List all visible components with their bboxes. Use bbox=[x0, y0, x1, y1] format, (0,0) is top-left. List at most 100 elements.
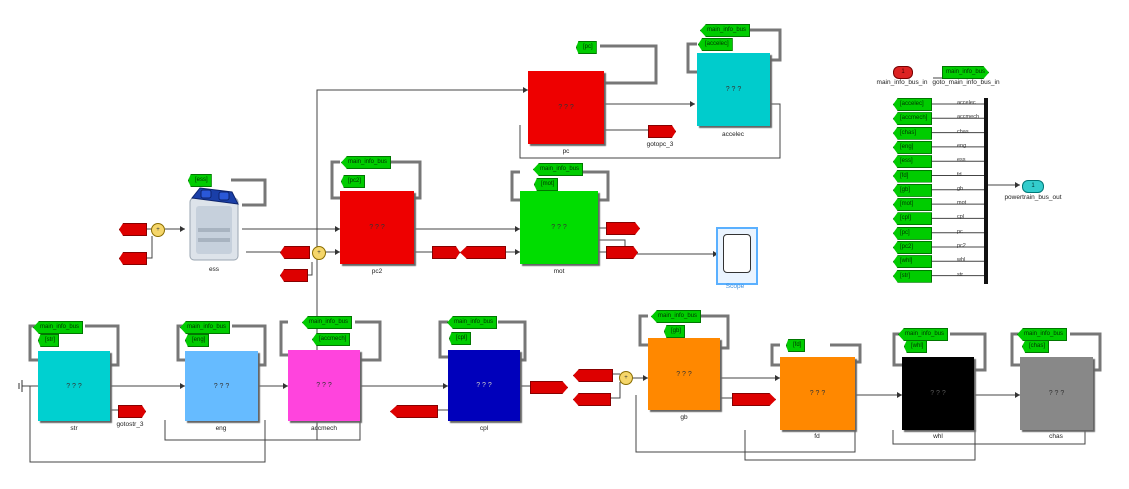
from-tag-mot-in[interactable] bbox=[460, 246, 506, 259]
goto-tag-pc3[interactable] bbox=[648, 125, 676, 138]
bus-input-tag-chas[interactable]: [chas] bbox=[893, 126, 932, 140]
bus-input-tag-mot[interactable]: [mot] bbox=[893, 198, 932, 212]
bus-signal-label-cpl: cpl bbox=[957, 214, 965, 221]
goto-tag-mot-out-1[interactable] bbox=[606, 222, 640, 235]
accmech-label: accmech bbox=[310, 425, 338, 432]
bus-input-tag-accelec[interactable]: [accelec] bbox=[893, 98, 932, 111]
bus-input-tag-pc[interactable]: [pc] bbox=[893, 226, 932, 240]
goto-tag-main-info-bus[interactable]: main_info_bus bbox=[942, 66, 990, 79]
ground-icon bbox=[18, 380, 23, 392]
goto-tag-mot-out-2[interactable] bbox=[606, 246, 638, 259]
bus-creator-bar[interactable] bbox=[984, 98, 988, 284]
bus-signal-label-fd: fd bbox=[957, 171, 962, 178]
from-tag-eng[interactable]: [eng] bbox=[185, 334, 210, 347]
mot-label: mot bbox=[553, 268, 565, 275]
bus-signal-label-gb: gb bbox=[957, 185, 964, 192]
gotopc-3-label: gotopc_3 bbox=[646, 141, 674, 148]
str-block-text: ? ? ? bbox=[66, 382, 82, 390]
cpl-block-text: ? ? ? bbox=[476, 382, 492, 389]
from-tag-ess-in-1[interactable] bbox=[119, 223, 147, 236]
mot-block-text: ? ? ? bbox=[551, 224, 567, 231]
from-tag-accelec[interactable]: [accelec] bbox=[698, 38, 733, 51]
accmech-block[interactable]: ? ? ? bbox=[288, 350, 360, 421]
whl-block[interactable]: ? ? ? bbox=[902, 357, 974, 430]
eng-block[interactable]: ? ? ? bbox=[185, 351, 258, 421]
from-tag-gb[interactable]: [gb] bbox=[664, 325, 686, 338]
str-block[interactable]: ? ? ? bbox=[38, 351, 110, 421]
bus-signal-label-accmech: accmech bbox=[957, 114, 980, 121]
from-tag-whl[interactable]: [whl] bbox=[904, 340, 928, 353]
whl-block-text: ? ? ? bbox=[930, 390, 946, 397]
from-tag-main-info-bus-str[interactable]: main_info_bus bbox=[33, 321, 84, 334]
from-tag-gb-in-1[interactable] bbox=[573, 369, 613, 382]
inport-main-info-bus-in[interactable]: 1 bbox=[893, 66, 913, 79]
bus-input-tag-str[interactable]: [str] bbox=[893, 269, 932, 283]
from-tag-pc2-in-2[interactable] bbox=[280, 269, 308, 282]
from-tag-fd[interactable]: [fd] bbox=[786, 339, 806, 352]
goto-tag-str3[interactable] bbox=[118, 405, 146, 418]
bus-input-tag-gb[interactable]: [gb] bbox=[893, 183, 932, 197]
scope-label: Scope bbox=[725, 283, 745, 290]
sum-block-pc2[interactable]: + bbox=[312, 246, 326, 260]
outport-powertrain-bus-out[interactable]: 1 bbox=[1022, 180, 1044, 193]
from-tag-main-info-bus-gb[interactable]: main_info_bus bbox=[651, 310, 702, 323]
from-tag-main-info-bus-mot[interactable]: main_info_bus bbox=[533, 163, 584, 176]
from-tag-cpl[interactable]: [cpl] bbox=[449, 332, 472, 345]
bus-signal-label-mot: mot bbox=[957, 200, 967, 207]
from-tag-str[interactable]: [str] bbox=[38, 334, 59, 347]
bus-signal-label-accelec: accelec bbox=[957, 100, 976, 106]
from-tag-main-info-bus-accmech[interactable]: main_info_bus bbox=[302, 316, 353, 329]
from-tag-main-info-bus-chas[interactable]: main_info_bus bbox=[1017, 328, 1068, 341]
goto-tag-cpl-out[interactable] bbox=[530, 381, 568, 394]
bus-signal-label-whl: whl bbox=[957, 257, 966, 264]
from-tag-main-info-bus-pc2[interactable]: main_info_bus bbox=[341, 156, 392, 169]
main-info-bus-in-label: main_info_bus_in bbox=[876, 79, 928, 86]
fd-label: fd bbox=[814, 433, 820, 440]
from-tag-main-info-bus-cpl[interactable]: main_info_bus bbox=[447, 316, 498, 329]
pc-label: pc bbox=[562, 148, 570, 155]
fd-block[interactable]: ? ? ? bbox=[780, 357, 855, 430]
from-tag-pc[interactable]: [pc] bbox=[576, 41, 597, 54]
from-tag-mot[interactable]: [mot] bbox=[534, 178, 559, 191]
mot-block[interactable]: ? ? ? bbox=[520, 191, 598, 264]
ess-label: ess bbox=[208, 266, 220, 273]
from-tag-cpl-in[interactable] bbox=[390, 405, 438, 418]
from-tag-accmech[interactable]: [accmech] bbox=[312, 333, 351, 346]
chas-block[interactable]: ? ? ? bbox=[1020, 357, 1093, 430]
from-tag-main-info-bus-whl[interactable]: main_info_bus bbox=[898, 328, 949, 341]
scope-block[interactable] bbox=[716, 227, 758, 285]
from-tag-pc2-in-1[interactable] bbox=[280, 246, 310, 259]
from-tag-pc2[interactable]: [pc2] bbox=[341, 175, 366, 188]
from-tag-main-info-bus-accelec[interactable]: main_info_bus bbox=[700, 24, 751, 37]
cpl-block[interactable]: ? ? ? bbox=[448, 350, 520, 421]
bus-input-tag-cpl[interactable]: [cpl] bbox=[893, 212, 932, 226]
bus-input-tag-whl[interactable]: [whl] bbox=[893, 255, 932, 269]
goto-tag-pc2-out[interactable] bbox=[432, 246, 460, 259]
bus-input-tag-eng[interactable]: [eng] bbox=[893, 140, 932, 154]
accmech-block-text: ? ? ? bbox=[316, 382, 332, 389]
chas-label: chas bbox=[1049, 433, 1063, 440]
fd-block-text: ? ? ? bbox=[809, 390, 826, 397]
from-tag-main-info-bus-eng[interactable]: main_info_bus bbox=[180, 321, 231, 334]
from-tag-gb-in-2[interactable] bbox=[573, 393, 611, 406]
gb-block[interactable]: ? ? ? bbox=[648, 338, 720, 410]
sum-block-gb[interactable]: + bbox=[619, 371, 633, 385]
from-tag-ess-in-2[interactable] bbox=[119, 252, 147, 265]
sum-block-ess[interactable]: + bbox=[151, 223, 165, 237]
scope-screen bbox=[723, 234, 751, 273]
from-tag-chas[interactable]: [chas] bbox=[1022, 340, 1050, 353]
accelec-block[interactable]: ? ? ? bbox=[697, 53, 770, 126]
goto-tag-gb-out[interactable] bbox=[732, 393, 776, 406]
bus-signal-label-pc: pc bbox=[957, 228, 963, 235]
pc-block[interactable]: ? ? ? bbox=[528, 71, 604, 144]
pc2-block[interactable]: ? ? ? bbox=[340, 191, 414, 264]
bus-signal-label-ess: ess bbox=[957, 157, 966, 164]
from-tag-ess[interactable]: [ess] bbox=[188, 174, 212, 187]
battery-icon bbox=[189, 187, 239, 261]
bus-input-tag-pc2[interactable]: [pc2] bbox=[893, 241, 932, 254]
gb-block-text: ? ? ? bbox=[676, 370, 692, 378]
bus-input-tag-fd[interactable]: [fd] bbox=[893, 169, 932, 183]
bus-input-tag-ess[interactable]: [ess] bbox=[893, 155, 932, 169]
bus-input-tag-accmech[interactable]: [accmech] bbox=[893, 112, 932, 126]
